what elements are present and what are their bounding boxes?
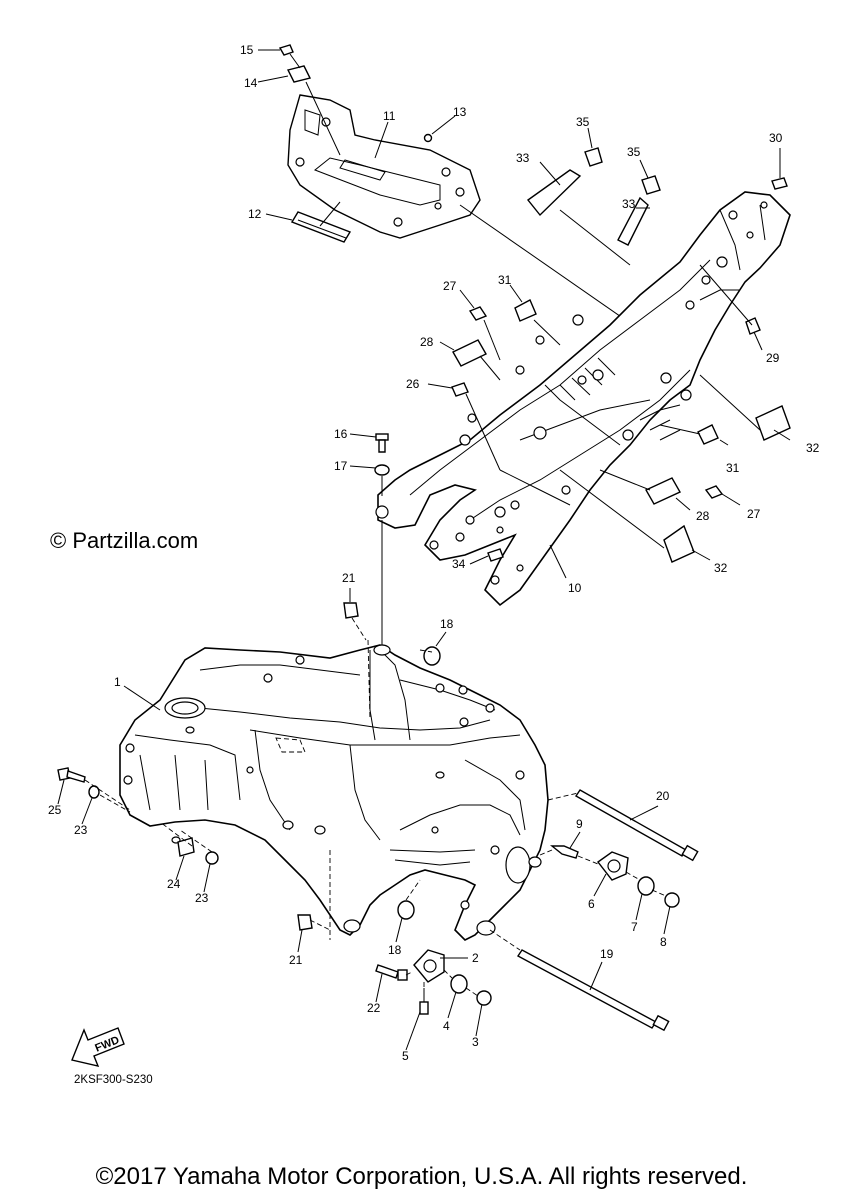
fwd-arrow-icon: FWD xyxy=(71,1027,125,1067)
pad-27-lower[interactable] xyxy=(704,485,724,499)
callout-28-lower[interactable]: 28 xyxy=(696,509,710,523)
callout-2[interactable]: 2 xyxy=(472,951,479,965)
pad-33-upper[interactable] xyxy=(526,169,582,217)
callout-13[interactable]: 13 xyxy=(453,105,467,119)
pad-32-lower[interactable] xyxy=(663,524,695,563)
rear-subframe-10[interactable] xyxy=(375,191,791,607)
pad-33-lower[interactable] xyxy=(617,196,649,246)
callout-8[interactable]: 8 xyxy=(660,935,667,949)
grommet-35-b[interactable] xyxy=(641,175,661,195)
watermark-text: © Partzilla.com xyxy=(50,528,199,553)
callout-33-upper[interactable]: 33 xyxy=(516,151,530,165)
grommet-35-a[interactable] xyxy=(584,147,603,167)
callout-10[interactable]: 10 xyxy=(568,581,582,595)
leader-lines-bottom xyxy=(57,588,671,1051)
callout-1[interactable]: 1 xyxy=(114,675,121,689)
callout-31-lower[interactable]: 31 xyxy=(726,461,740,475)
bolt-5[interactable] xyxy=(419,988,429,1015)
callout-3[interactable]: 3 xyxy=(472,1035,479,1049)
callout-16[interactable]: 16 xyxy=(334,427,348,441)
callout-9[interactable]: 9 xyxy=(576,817,583,831)
assembly-lines-main xyxy=(84,617,667,997)
pad-32-upper[interactable] xyxy=(755,405,791,441)
callout-30[interactable]: 30 xyxy=(769,131,783,145)
nut-21-upper[interactable] xyxy=(343,602,359,619)
washer-4[interactable] xyxy=(450,974,468,994)
callout-21-lower[interactable]: 21 xyxy=(289,953,303,967)
callout-6[interactable]: 6 xyxy=(588,897,595,911)
callout-33-lower[interactable]: 33 xyxy=(622,197,636,211)
diagram-code: 2KSF300-S230 xyxy=(74,1074,153,1086)
pad-28-upper[interactable] xyxy=(452,339,487,367)
shaft-20[interactable] xyxy=(574,789,699,862)
pad-31-lower[interactable] xyxy=(697,424,719,445)
callout-7[interactable]: 7 xyxy=(631,920,638,934)
callout-35-lower[interactable]: 35 xyxy=(627,145,641,159)
callout-35-upper[interactable]: 35 xyxy=(576,115,590,129)
clip-15[interactable] xyxy=(278,44,294,56)
bolt-22[interactable] xyxy=(375,964,408,981)
pad-31-upper[interactable] xyxy=(514,299,537,322)
pad-12[interactable] xyxy=(290,211,352,243)
cap-3[interactable] xyxy=(476,990,492,1006)
leader-lines-mid xyxy=(349,127,791,579)
callout-28-upper[interactable]: 28 xyxy=(420,335,434,349)
pad-26[interactable] xyxy=(451,382,469,397)
cap-8[interactable] xyxy=(664,892,680,908)
callout-17[interactable]: 17 xyxy=(334,459,348,473)
callout-11[interactable]: 11 xyxy=(383,109,396,123)
callout-23-upper[interactable]: 23 xyxy=(74,823,88,837)
callout-34[interactable]: 34 xyxy=(452,557,466,571)
callout-27-lower[interactable]: 27 xyxy=(747,507,761,521)
bolt-25[interactable] xyxy=(57,767,86,783)
nut-21-lower[interactable] xyxy=(297,914,313,931)
bolt-9[interactable] xyxy=(550,845,579,859)
callout-25[interactable]: 25 xyxy=(48,803,62,817)
collar-23-lower[interactable] xyxy=(205,851,219,865)
callout-32-lower[interactable]: 32 xyxy=(714,561,728,575)
callout-23-lower[interactable]: 23 xyxy=(195,891,209,905)
callout-19[interactable]: 19 xyxy=(600,947,614,961)
callout-27-upper[interactable]: 27 xyxy=(443,279,457,293)
pad-14[interactable] xyxy=(286,65,312,83)
pad-30[interactable] xyxy=(771,177,788,190)
callout-29[interactable]: 29 xyxy=(766,351,780,365)
screw-13[interactable] xyxy=(423,133,433,143)
callout-22[interactable]: 22 xyxy=(367,1001,381,1015)
collar-23-upper[interactable] xyxy=(88,785,100,799)
callout-18-upper[interactable]: 18 xyxy=(440,617,454,631)
main-frame-1[interactable] xyxy=(119,644,549,941)
callout-24[interactable]: 24 xyxy=(167,877,181,891)
bolt-16[interactable] xyxy=(375,433,389,453)
callout-32-upper[interactable]: 32 xyxy=(806,441,820,455)
callout-15[interactable]: 15 xyxy=(240,43,254,57)
bracket-6[interactable] xyxy=(596,851,629,881)
callout-31-upper[interactable]: 31 xyxy=(498,273,512,287)
copyright-text: ©2017 Yamaha Motor Corporation, U.S.A. A… xyxy=(95,1163,748,1190)
callout-14[interactable]: 14 xyxy=(244,76,258,90)
callout-5[interactable]: 5 xyxy=(402,1049,409,1063)
pad-27-upper[interactable] xyxy=(468,306,488,321)
collar-18-upper[interactable] xyxy=(423,646,441,666)
collar-24[interactable] xyxy=(177,837,195,857)
callout-12[interactable]: 12 xyxy=(248,207,262,221)
pad-34[interactable] xyxy=(487,548,504,562)
callout-labels: 1 2 3 4 5 6 7 8 9 10 11 12 13 14 15 16 1… xyxy=(48,43,820,1063)
pad-28-lower[interactable] xyxy=(645,477,681,505)
washer-17[interactable] xyxy=(374,464,390,476)
shaft-19[interactable] xyxy=(516,949,670,1032)
washer-7[interactable] xyxy=(637,876,655,896)
callout-21-upper[interactable]: 21 xyxy=(342,571,356,585)
callout-20[interactable]: 20 xyxy=(656,789,670,803)
callout-18-lower[interactable]: 18 xyxy=(388,943,402,957)
callout-26[interactable]: 26 xyxy=(406,377,420,391)
bracket-2[interactable] xyxy=(413,949,445,983)
callout-4[interactable]: 4 xyxy=(443,1019,450,1033)
collar-18-lower[interactable] xyxy=(397,900,415,920)
